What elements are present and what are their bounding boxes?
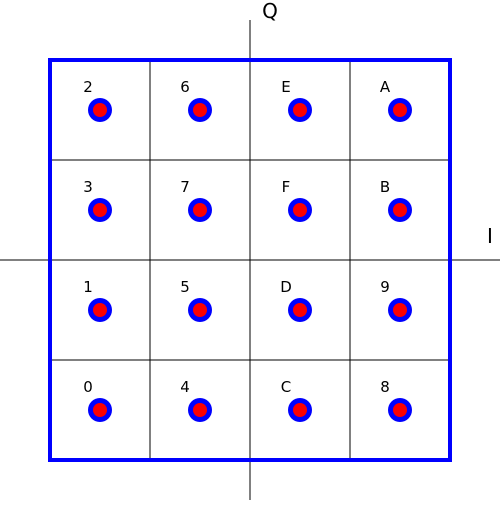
point-inner-dot [393, 203, 407, 217]
point-inner-dot [93, 103, 107, 117]
constellation-point: 8 [380, 378, 412, 422]
point-inner-dot [93, 303, 107, 317]
point-inner-dot [93, 403, 107, 417]
point-symbol-label: E [281, 78, 290, 96]
point-symbol-label: 6 [180, 78, 190, 96]
point-symbol-label: D [280, 278, 292, 296]
constellation-point: F [282, 178, 312, 222]
point-symbol-label: F [282, 178, 291, 196]
point-symbol-label: 8 [380, 378, 390, 396]
constellation-point: B [380, 178, 412, 222]
point-symbol-label: 4 [180, 378, 190, 396]
constellation-point: 6 [180, 78, 212, 122]
q-axis-label: Q [262, 0, 278, 23]
i-axis-label: I [487, 224, 493, 248]
constellation-point: A [380, 78, 412, 122]
constellation-points: 2 6 E A 3 7 F B 1 5 D 9 0 4 C 8 [83, 78, 412, 422]
point-symbol-label: B [380, 178, 390, 196]
point-symbol-label: 1 [83, 278, 93, 296]
constellation-point: D [280, 278, 312, 322]
point-inner-dot [293, 403, 307, 417]
constellation-point: 2 [83, 78, 112, 122]
point-symbol-label: 3 [83, 178, 93, 196]
point-inner-dot [293, 303, 307, 317]
point-inner-dot [193, 303, 207, 317]
point-inner-dot [93, 203, 107, 217]
constellation-point: 7 [180, 178, 212, 222]
point-inner-dot [193, 203, 207, 217]
point-symbol-label: A [380, 78, 391, 96]
point-inner-dot [193, 103, 207, 117]
point-inner-dot [393, 303, 407, 317]
point-inner-dot [393, 403, 407, 417]
point-symbol-label: 5 [180, 278, 190, 296]
point-symbol-label: C [281, 378, 291, 396]
point-inner-dot [293, 103, 307, 117]
constellation-point: 4 [180, 378, 212, 422]
constellation-point: 9 [380, 278, 412, 322]
point-inner-dot [393, 103, 407, 117]
point-inner-dot [193, 403, 207, 417]
point-symbol-label: 9 [380, 278, 390, 296]
constellation-point: 1 [83, 278, 112, 322]
point-symbol-label: 7 [180, 178, 190, 196]
constellation-point: 5 [180, 278, 212, 322]
point-symbol-label: 0 [83, 378, 93, 396]
constellation-point: C [281, 378, 312, 422]
constellation-point: 3 [83, 178, 112, 222]
outer-frame [48, 58, 452, 462]
point-inner-dot [293, 203, 307, 217]
constellation-point: 0 [83, 378, 112, 422]
point-symbol-label: 2 [83, 78, 93, 96]
constellation-point: E [281, 78, 312, 122]
